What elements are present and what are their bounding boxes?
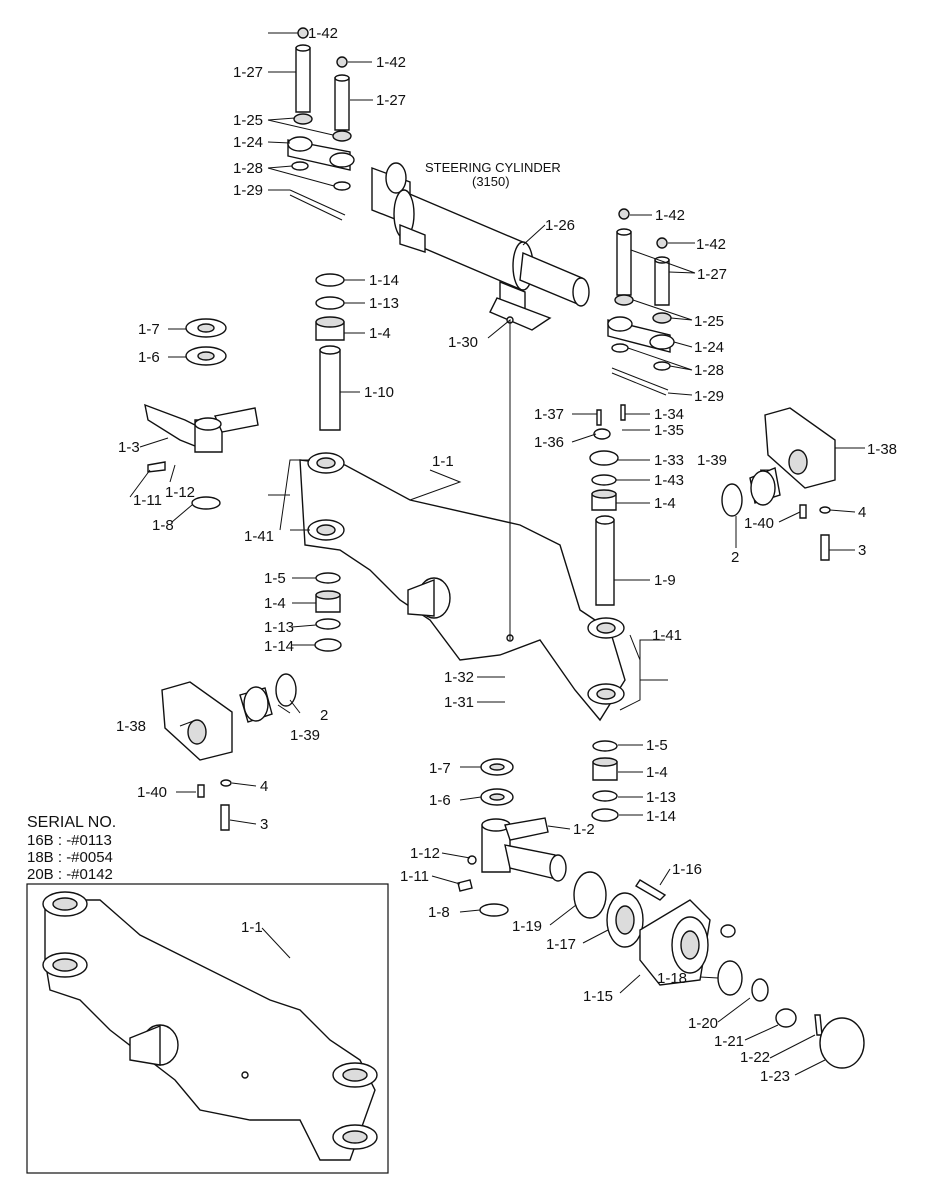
label-1-42-d: 1-42: [696, 236, 726, 253]
label-1-12-b: 1-12: [410, 845, 440, 862]
label-1-29-a: 1-29: [233, 182, 263, 199]
label-3-b: 3: [260, 816, 268, 833]
left-mount-bracket: [161, 673, 297, 831]
serial-title: SERIAL NO.: [27, 814, 117, 831]
label-1-23: 1-23: [760, 1068, 790, 1085]
label-1-14-a: 1-14: [369, 272, 399, 289]
label-1-27-c: 1-27: [697, 266, 727, 283]
label-1-39-a: 1-39: [697, 452, 727, 469]
label-1-1-inset: 1-1: [241, 919, 263, 936]
label-2-a: 2: [731, 549, 739, 566]
label-2-b: 2: [320, 707, 328, 724]
label-1-42-a: 1-42: [308, 25, 338, 42]
label-1-41-b: 1-41: [652, 627, 682, 644]
label-1-7-a: 1-7: [138, 321, 160, 338]
label-1-33: 1-33: [654, 452, 684, 469]
label-1-11-a: 1-11: [133, 492, 162, 509]
inset-axle-beam: [42, 891, 378, 1161]
steering-cylinder: [371, 162, 590, 331]
steering-cylinder-name: STEERING CYLINDER: [425, 160, 561, 175]
label-1-38-b: 1-38: [116, 718, 146, 735]
label-1-8-a: 1-8: [152, 517, 174, 534]
label-1-36: 1-36: [534, 434, 564, 451]
label-1-39-b: 1-39: [290, 727, 320, 744]
label-1-40-b: 1-40: [137, 784, 167, 801]
label-1-25-a: 1-25: [233, 112, 263, 129]
label-1-40-a: 1-40: [744, 515, 774, 532]
label-1-10: 1-10: [364, 384, 394, 401]
label-1-28-b: 1-28: [694, 362, 724, 379]
label-4-a: 4: [858, 504, 866, 521]
label-1-1-main: 1-1: [432, 453, 454, 470]
label-1-20: 1-20: [688, 1015, 718, 1032]
left-knuckle: [144, 318, 259, 510]
label-1-7-b: 1-7: [429, 760, 451, 777]
label-1-21: 1-21: [714, 1033, 744, 1050]
label-1-38-a: 1-38: [867, 441, 897, 458]
label-1-14-c: 1-14: [646, 808, 676, 825]
label-1-6-b: 1-6: [429, 792, 451, 809]
leader-lines: [129, 32, 865, 1076]
right-mount-bracket: [721, 407, 836, 561]
label-1-4-d: 1-4: [646, 764, 668, 781]
label-1-27-b: 1-27: [376, 92, 406, 109]
serial-line-20b: 20B : -#0142: [27, 866, 113, 883]
label-1-8-b: 1-8: [428, 904, 450, 921]
label-1-34: 1-34: [654, 406, 684, 423]
label-1-4-c: 1-4: [264, 595, 286, 612]
label-1-17: 1-17: [546, 936, 576, 953]
right-kingpin-stack: [589, 404, 626, 606]
label-1-37: 1-37: [534, 406, 564, 423]
label-1-22: 1-22: [740, 1049, 770, 1066]
serial-line-18b: 18B : -#0054: [27, 849, 113, 866]
label-1-29-b: 1-29: [694, 388, 724, 405]
label-1-31: 1-31: [444, 694, 474, 711]
label-1-25-b: 1-25: [694, 313, 724, 330]
lower-left-bearing-stack: [314, 572, 342, 652]
label-1-13-c: 1-13: [646, 789, 676, 806]
label-1-3: 1-3: [118, 439, 140, 456]
label-1-24-b: 1-24: [694, 339, 724, 356]
label-1-13-a: 1-13: [369, 295, 399, 312]
label-1-24-a: 1-24: [233, 134, 263, 151]
label-1-43: 1-43: [654, 472, 684, 489]
label-1-6-a: 1-6: [138, 349, 160, 366]
right-knuckle-hub: [457, 740, 865, 1069]
label-1-28-a: 1-28: [233, 160, 263, 177]
label-1-35: 1-35: [654, 422, 684, 439]
steering-cylinder-code: (3150): [472, 174, 510, 189]
label-1-19: 1-19: [512, 918, 542, 935]
label-1-26: 1-26: [545, 217, 575, 234]
upper-kingpin-stack: [315, 273, 345, 431]
label-1-32: 1-32: [444, 669, 474, 686]
label-1-4-a: 1-4: [369, 325, 391, 342]
label-1-42-c: 1-42: [655, 207, 685, 224]
label-1-2: 1-2: [573, 821, 595, 838]
label-1-14-b: 1-14: [264, 638, 294, 655]
axle-beam: [299, 452, 626, 722]
label-1-5-a: 1-5: [264, 570, 286, 587]
label-1-16: 1-16: [672, 861, 702, 878]
label-1-13-b: 1-13: [264, 619, 294, 636]
label-1-27-a: 1-27: [233, 64, 263, 81]
label-4-b: 4: [260, 778, 268, 795]
label-1-9: 1-9: [654, 572, 676, 589]
label-1-18: 1-18: [657, 970, 687, 987]
label-1-12-a: 1-12: [165, 484, 195, 501]
label-1-5-b: 1-5: [646, 737, 668, 754]
right-link-assembly: [607, 208, 675, 396]
left-link-assembly: [287, 27, 355, 221]
label-1-11-b: 1-11: [400, 868, 429, 885]
label-1-15: 1-15: [583, 988, 613, 1005]
label-1-4-b: 1-4: [654, 495, 676, 512]
label-3-a: 3: [858, 542, 866, 559]
part-labels: 1-42 1-27 1-42 1-27 1-25 1-24 1-28 1-29 …: [116, 25, 897, 1085]
label-1-30: 1-30: [448, 334, 478, 351]
serial-line-16b: 16B : -#0113: [27, 832, 112, 849]
label-1-42-b: 1-42: [376, 54, 406, 71]
label-1-41-a: 1-41: [244, 528, 274, 545]
inset-frame: [26, 883, 389, 1174]
